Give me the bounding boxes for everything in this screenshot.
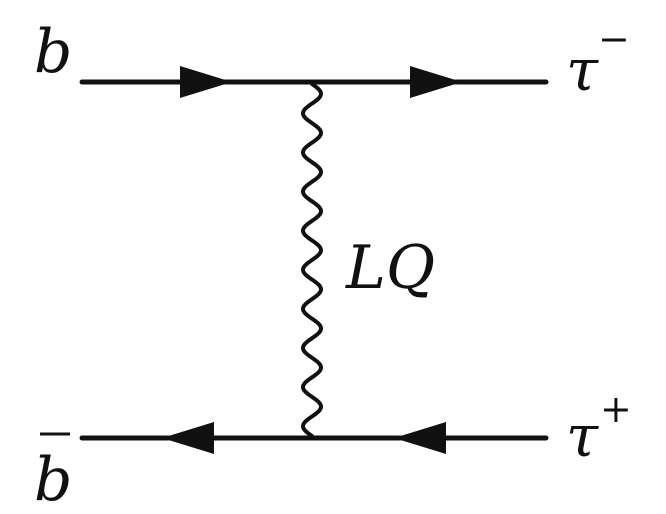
label-tau-plus: τ xyxy=(566,402,599,470)
label-tau-minus-charge: − xyxy=(598,17,630,61)
label-leptoquark: LQ xyxy=(345,233,435,303)
bottom-left-arrow xyxy=(162,422,214,454)
label-tau-plus-charge: + xyxy=(600,387,632,431)
top-right-arrow xyxy=(410,66,462,98)
leptoquark-propagator xyxy=(300,82,324,438)
label-tau-minus: τ xyxy=(566,36,599,104)
label-b-quark: b xyxy=(34,17,72,87)
top-left-arrow xyxy=(180,66,232,98)
bottom-right-arrow xyxy=(394,422,446,454)
label-b-antiquark: b xyxy=(34,445,72,514)
